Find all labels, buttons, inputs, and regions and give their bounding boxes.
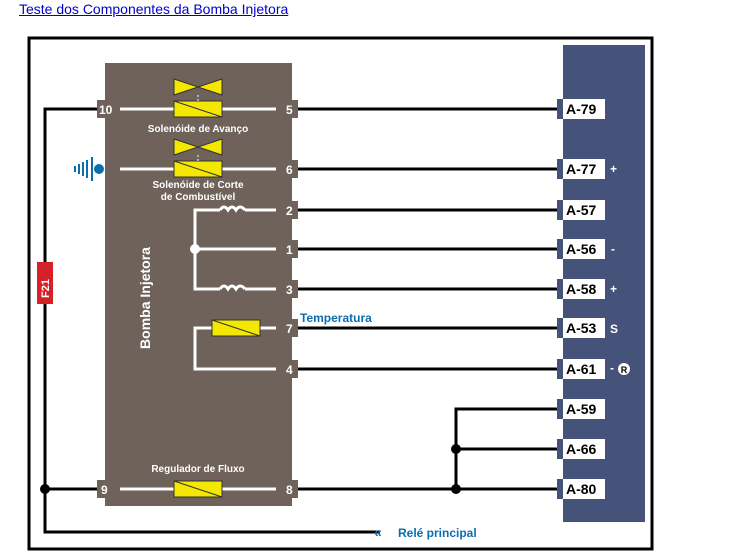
connector-label: A-79	[566, 101, 597, 117]
junction-dot	[40, 484, 50, 494]
sign-a53: S	[610, 322, 618, 336]
pin-10: 10	[99, 103, 113, 117]
connector-box[interactable]	[563, 318, 605, 338]
injection-pump-box	[105, 63, 292, 506]
connector-label: A-80	[566, 481, 597, 497]
connector-label: A-66	[566, 441, 597, 457]
flow-regulator-label: Regulador de Fluxo	[151, 464, 244, 475]
relay-label: Relé principal	[398, 526, 477, 540]
connector-label: A-58	[566, 281, 597, 297]
pin-4: 4	[286, 363, 293, 377]
connector-box[interactable]	[563, 439, 605, 459]
connector-label: A-59	[566, 401, 597, 417]
relay-arrow-icon: «	[374, 524, 382, 540]
connector-label: A-53	[566, 320, 597, 336]
relay-symbol-icon	[618, 363, 630, 375]
junction-dot	[451, 484, 461, 494]
junction-dot	[451, 444, 461, 454]
page-title-link[interactable]: Teste dos Componentes da Bomba Injetora	[19, 1, 289, 17]
temperature-sensor-icon	[211, 319, 261, 337]
pin-1: 1	[286, 243, 293, 257]
connector-pin	[557, 479, 565, 499]
pump-pins	[97, 100, 298, 498]
connector-pin	[557, 200, 565, 220]
pin-9: 9	[101, 483, 108, 497]
connector-box[interactable]	[563, 99, 605, 119]
external-wires	[43, 107, 557, 534]
connector-pin	[557, 399, 565, 419]
sign-a77: +	[610, 162, 617, 176]
connector-label: A-57	[566, 202, 597, 218]
diagram-frame	[27, 36, 654, 551]
connector-box[interactable]	[563, 159, 605, 179]
cut-solenoid-label: Solenóide de Corte	[152, 180, 244, 191]
connector-pin	[557, 359, 565, 379]
advance-solenoid-valve-icon	[173, 78, 223, 118]
pin-8: 8	[286, 483, 293, 497]
pin-6: 6	[286, 163, 293, 177]
pump-label: Bomba Injetora	[137, 247, 153, 349]
connector-label: A-56	[566, 241, 597, 257]
temperature-label: Temperatura	[300, 311, 372, 325]
connector-label: A-77	[566, 161, 597, 177]
connector-pin	[557, 318, 565, 338]
sign-a58: +	[610, 282, 617, 296]
pin-2: 2	[286, 204, 293, 218]
relay-symbol-label: R	[621, 365, 628, 375]
cut-solenoid-valve-icon	[173, 138, 223, 178]
pin-5: 5	[286, 103, 293, 117]
fuse-label: F21	[40, 279, 52, 298]
connector-box[interactable]	[563, 399, 605, 419]
junction-dot	[190, 244, 200, 254]
connector-box[interactable]	[563, 479, 605, 499]
sign-a61: -	[610, 361, 614, 375]
pin-7: 7	[286, 322, 293, 336]
sign-a56: -	[611, 242, 615, 256]
connector-pin	[557, 439, 565, 459]
connector-pin	[557, 99, 565, 119]
flow-regulator-icon	[173, 480, 223, 498]
cut-solenoid-label-2: de Combustível	[161, 192, 236, 203]
connector-pin	[557, 239, 565, 259]
connector-box[interactable]	[563, 359, 605, 379]
advance-solenoid-label: Solenóide de Avanço	[148, 124, 248, 135]
connector-box[interactable]	[563, 239, 605, 259]
connector-label: A-61	[566, 361, 597, 377]
pin-3: 3	[286, 283, 293, 297]
connector-box[interactable]	[563, 279, 605, 299]
connector-box[interactable]	[563, 200, 605, 220]
connector-pin	[557, 159, 565, 179]
connector-pin	[557, 279, 565, 299]
ground-icon	[74, 157, 104, 181]
fuse-f21[interactable]	[37, 262, 53, 304]
